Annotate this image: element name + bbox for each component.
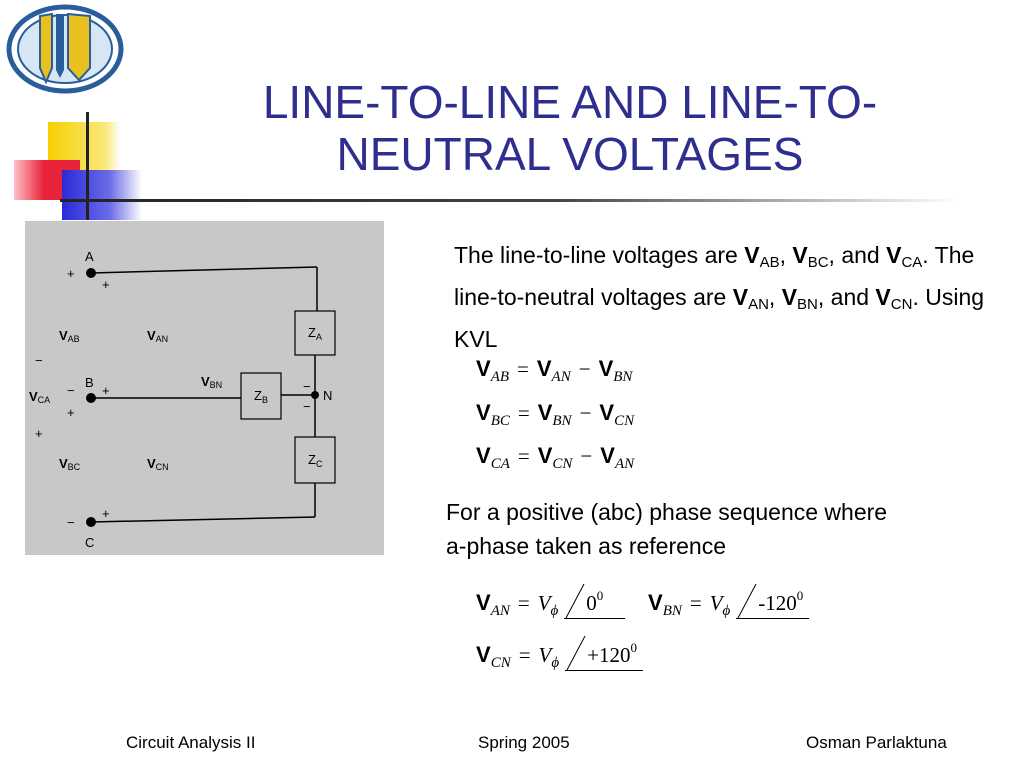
wire-a	[90, 266, 318, 274]
title-line-2: NEUTRAL VOLTAGES	[336, 128, 804, 180]
vbc-label: VBC	[59, 456, 81, 472]
kvl-equation-ab: VAB=VAN−VBN	[476, 356, 633, 385]
title-line-1: LINE-TO-LINE AND LINE-TO-	[262, 76, 878, 128]
sign-minus: −	[67, 515, 75, 530]
vbn-label: VBN	[201, 374, 222, 390]
van-label: VAN	[147, 328, 168, 344]
terminal-b	[86, 393, 96, 403]
deco-blue-square	[62, 170, 142, 220]
circuit-svg: A B C N ZA ZB ZC VAB VAN VBN VCA VBC VCN…	[29, 249, 336, 550]
footer-author: Osman Parlaktuna	[806, 733, 947, 752]
deco-vertical-line	[86, 112, 89, 220]
sign-plus: +	[102, 277, 110, 292]
zb-label: ZB	[254, 388, 268, 405]
intro-paragraph: The line-to-line voltages are VAB, VBC, …	[454, 242, 985, 352]
node-label-a: A	[85, 249, 94, 264]
impedance-zb	[240, 372, 282, 420]
vca-label: VCA	[29, 389, 50, 405]
wire-c	[90, 516, 316, 523]
node-label-n: N	[323, 388, 332, 403]
sign-plus: +	[67, 405, 75, 420]
sign-minus: −	[67, 383, 75, 398]
terminal-c	[86, 517, 96, 527]
university-logo	[6, 4, 124, 94]
sign-plus: +	[102, 383, 110, 398]
sign-minus: −	[303, 399, 311, 414]
title-underline	[60, 199, 960, 202]
sign-plus: +	[67, 266, 75, 281]
angle-symbol: -1200	[736, 584, 810, 619]
phase-sequence-text: For a positive (abc) phase sequence wher…	[446, 499, 888, 559]
vcn-label: VCN	[147, 456, 169, 472]
sign-plus: +	[35, 426, 43, 441]
neutral-node	[311, 391, 319, 399]
kvl-equation-bc: VBC=VBN−VCN	[476, 400, 635, 429]
za-label: ZA	[308, 325, 322, 342]
sign-minus: −	[35, 353, 43, 368]
kvl-equation-ca: VCA=VCN−VAN	[476, 443, 635, 472]
phasor-vcn: VCN=Vϕ+1200	[476, 636, 643, 672]
slide-title: LINE-TO-LINE AND LINE-TO- NEUTRAL VOLTAG…	[200, 76, 940, 180]
impedance-zc	[294, 436, 336, 484]
vab-label: VAB	[59, 328, 80, 344]
terminal-a	[86, 268, 96, 278]
node-label-b: B	[85, 375, 94, 390]
impedance-za	[294, 310, 336, 356]
circuit-diagram: A B C N ZA ZB ZC VAB VAN VBN VCA VBC VCN…	[25, 221, 384, 555]
node-label-c: C	[85, 535, 94, 550]
angle-symbol: 00	[564, 584, 626, 619]
phasor-vbn: VBN=Vϕ-1200	[648, 584, 810, 620]
footer-term: Spring 2005	[478, 733, 570, 752]
sign-plus: +	[102, 506, 110, 521]
footer-course: Circuit Analysis II	[126, 733, 256, 752]
zc-label: ZC	[308, 452, 323, 469]
angle-symbol: +1200	[565, 636, 643, 671]
sign-minus: −	[303, 379, 311, 394]
